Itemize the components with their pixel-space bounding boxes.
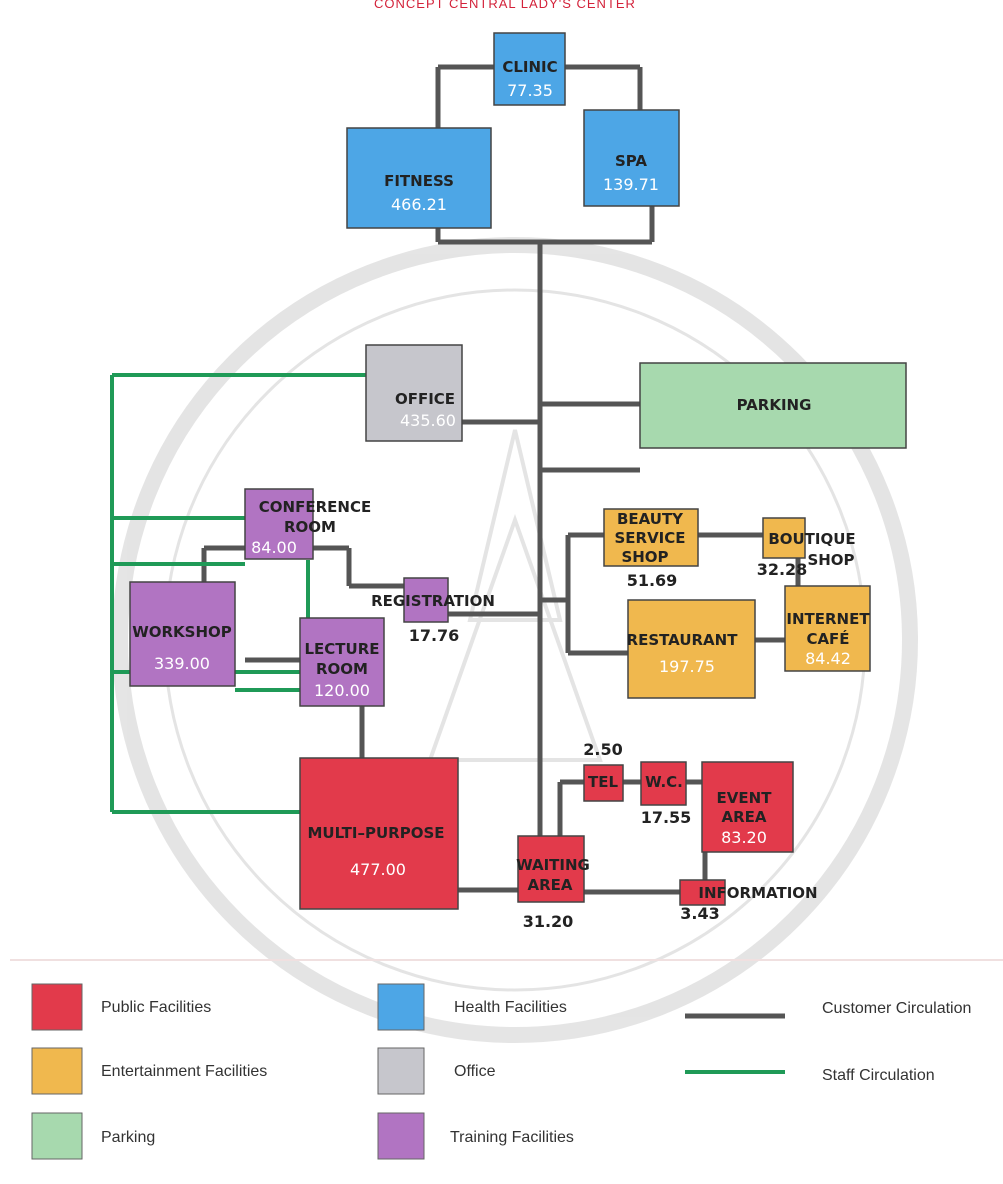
room-boutique-shop[interactable]: BOUTIQUE SHOP 32.28 xyxy=(757,517,856,579)
room-name: OFFICE xyxy=(395,390,455,408)
room-clinic[interactable]: CLINIC 77.35 xyxy=(493,32,566,106)
room-area: 3.43 xyxy=(680,904,719,923)
room-conference[interactable]: CONFERENCE ROOM 84.00 xyxy=(244,488,371,560)
room-area: 120.00 xyxy=(314,681,370,700)
room-area: 32.28 xyxy=(757,560,808,579)
room-internet-cafe[interactable]: INTERNET CAFÉ 84.42 xyxy=(784,585,871,672)
legend-item-health: Health Facilities xyxy=(377,983,567,1031)
room-area: 51.69 xyxy=(627,571,678,590)
legend-item-entertainment: Entertainment Facilities xyxy=(31,1047,267,1095)
legend-label: Entertainment Facilities xyxy=(101,1063,267,1080)
room-area: 77.35 xyxy=(507,81,553,100)
room-lecture[interactable]: LECTURE ROOM 120.00 xyxy=(299,617,385,707)
room-name: REGISTRATION xyxy=(371,592,495,610)
room-spa[interactable]: SPA 139.71 xyxy=(583,109,680,207)
legend-item-parking: Parking xyxy=(31,1112,155,1160)
room-area: 477.00 xyxy=(350,860,406,879)
room-restaurant[interactable]: RESTAURANT 197.75 xyxy=(627,599,756,699)
room-area: 84.42 xyxy=(805,649,851,668)
room-area: 17.76 xyxy=(409,626,460,645)
room-area: 17.55 xyxy=(641,808,692,827)
room-area: 339.00 xyxy=(154,654,210,673)
room-information[interactable]: INFORMATION 3.43 xyxy=(679,879,818,923)
legend: Public Facilities Entertainment Faciliti… xyxy=(10,959,1003,1160)
room-beauty-service-shop[interactable]: BEAUTY SERVICE SHOP 51.69 xyxy=(603,508,699,590)
room-event-area[interactable]: EVENT AREA 83.20 xyxy=(701,761,794,853)
room-name: ROOM xyxy=(284,518,336,536)
legend-item-office: Office xyxy=(377,1047,496,1095)
legend-label: Parking xyxy=(101,1129,155,1146)
room-area: 83.20 xyxy=(721,828,767,847)
legend-label: Health Facilities xyxy=(454,999,567,1016)
room-area: 84.00 xyxy=(251,538,297,557)
room-registration[interactable]: REGISTRATION 17.76 xyxy=(371,577,495,645)
room-tel[interactable]: TEL 2.50 xyxy=(583,740,624,802)
room-office[interactable]: OFFICE 435.60 xyxy=(365,344,463,442)
legend-label: Training Facilities xyxy=(450,1129,574,1146)
legend-item-staff-circulation: Staff Circulation xyxy=(685,1067,935,1084)
legend-item-public: Public Facilities xyxy=(31,983,211,1031)
room-name: BEAUTY xyxy=(617,510,684,528)
legend-label: Public Facilities xyxy=(101,999,211,1016)
room-name: RESTAURANT xyxy=(627,631,739,649)
room-area: 2.50 xyxy=(583,740,622,759)
room-parking[interactable]: PARKING xyxy=(639,362,907,449)
legend-item-training: Training Facilities xyxy=(377,1112,574,1160)
room-name: SHOP xyxy=(621,548,668,566)
room-name: CONFERENCE xyxy=(259,498,371,516)
room-name: LECTURE xyxy=(304,640,379,658)
room-name: TEL xyxy=(588,773,618,791)
legend-label: Customer Circulation xyxy=(822,1000,971,1017)
room-multi-purpose[interactable]: MULTI–PURPOSE 477.00 xyxy=(299,757,459,910)
room-name: SERVICE xyxy=(614,529,685,547)
room-name: WAITING xyxy=(516,856,590,874)
room-name: W.C. xyxy=(645,773,683,791)
room-area: 197.75 xyxy=(659,657,715,676)
room-name: SPA xyxy=(615,152,647,170)
room-name: PARKING xyxy=(737,396,812,414)
room-name: AREA xyxy=(527,876,572,894)
room-fitness[interactable]: FITNESS 466.21 xyxy=(346,127,492,229)
room-area: 435.60 xyxy=(400,411,456,430)
room-name: ROOM xyxy=(316,660,368,678)
room-name: CAFÉ xyxy=(806,629,849,648)
legend-label: Office xyxy=(454,1063,496,1080)
room-name: BOUTIQUE xyxy=(768,530,855,548)
room-name: WORKSHOP xyxy=(132,623,232,641)
room-name: INTERNET xyxy=(786,610,870,628)
room-wc[interactable]: W.C. 17.55 xyxy=(640,761,692,827)
legend-label: Staff Circulation xyxy=(822,1067,935,1084)
room-name: EVENT xyxy=(717,789,773,807)
room-name: AREA xyxy=(721,808,766,826)
header-title: CONCEPT CENTRAL LADY'S CENTER xyxy=(374,0,636,11)
room-area: 466.21 xyxy=(391,195,447,214)
room-name: FITNESS xyxy=(384,172,454,190)
room-name: INFORMATION xyxy=(698,884,817,902)
room-workshop[interactable]: WORKSHOP 339.00 xyxy=(129,581,236,687)
staff-circulation-lines xyxy=(110,373,366,814)
room-name: CLINIC xyxy=(502,58,557,76)
legend-item-customer-circulation: Customer Circulation xyxy=(685,1000,971,1019)
room-name: SHOP xyxy=(807,551,854,569)
room-area: 31.20 xyxy=(523,912,574,931)
room-area: 139.71 xyxy=(603,175,659,194)
room-name: MULTI–PURPOSE xyxy=(307,824,444,842)
room-waiting-area[interactable]: WAITING AREA 31.20 xyxy=(516,835,590,931)
